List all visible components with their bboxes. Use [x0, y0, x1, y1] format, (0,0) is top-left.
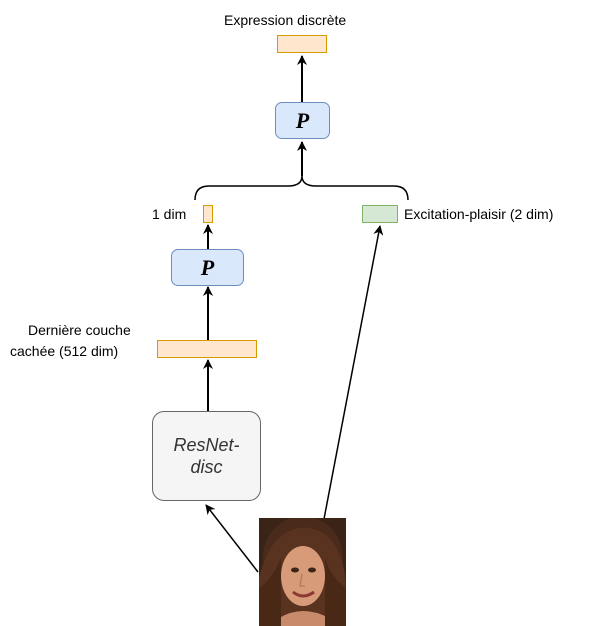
discrete-expression-label: Expression discrète [224, 12, 347, 28]
input-face-photo [259, 518, 346, 626]
projection-left-node: P [171, 249, 244, 286]
hidden-layer-vector [157, 340, 257, 358]
one-dim-vector [203, 205, 213, 223]
discrete-expression-vector [277, 35, 327, 53]
projection-top-node: P [275, 102, 330, 139]
one-dim-label: 1 dim [152, 206, 187, 222]
merge-brace [194, 175, 409, 201]
resnet-label-line1: ResNet- [173, 435, 240, 455]
hidden-layer-label-line1: Dernière couche [28, 322, 131, 338]
arrow-image-to-resnet [205, 504, 259, 573]
resnet-disc-node: ResNet- disc [152, 411, 261, 501]
resnet-label-line2: disc [190, 457, 223, 477]
arrow-image-to-valence [323, 225, 384, 520]
arousal-valence-vector [362, 205, 398, 223]
arousal-valence-label: Excitation-plaisir (2 dim) [404, 206, 554, 222]
hidden-layer-label-line2: cachée (512 dim) [10, 343, 119, 359]
face-photo-icon [259, 518, 346, 626]
